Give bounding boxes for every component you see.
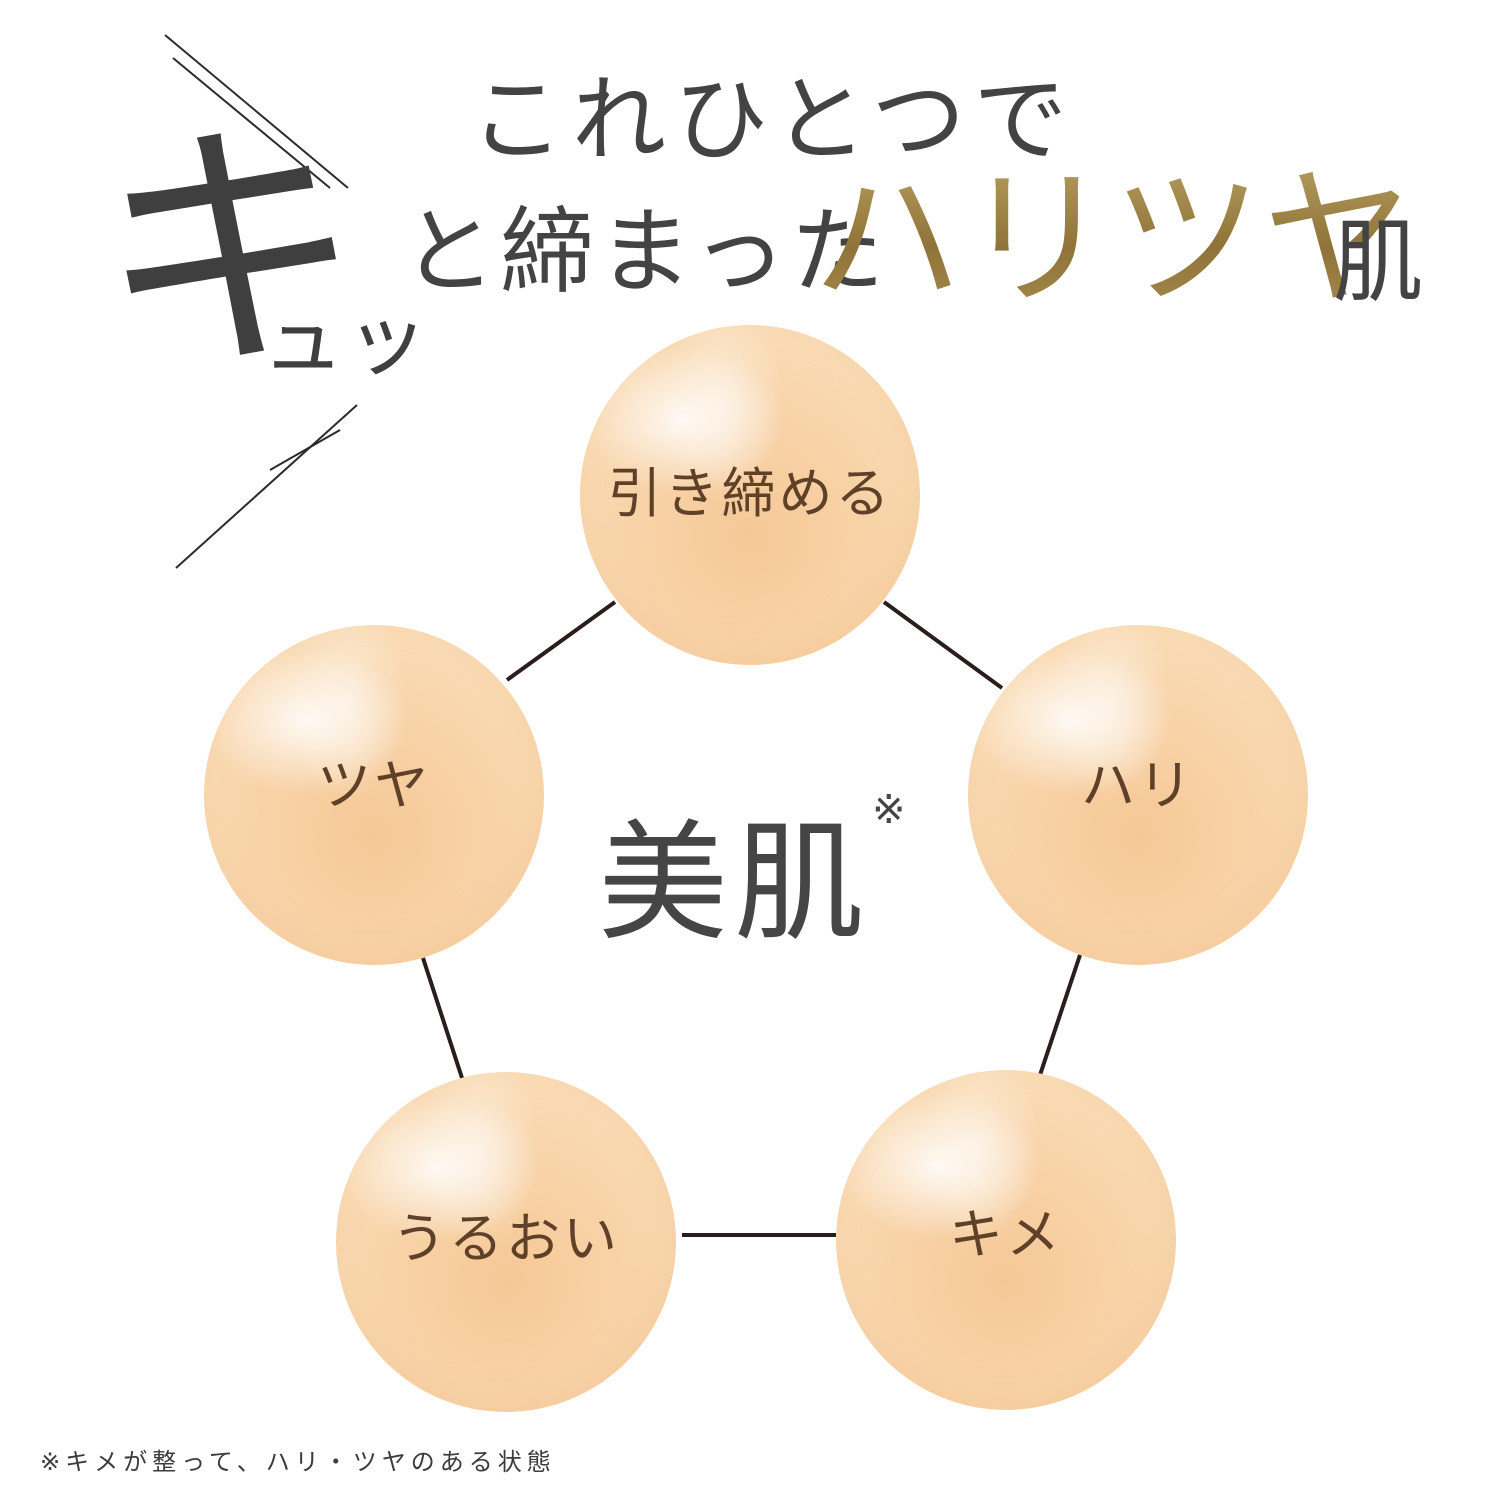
pentagon-connectors bbox=[421, 600, 1082, 1237]
circle-hari: ハリ bbox=[968, 625, 1308, 965]
headline-line2-accent: ハリツヤ bbox=[812, 153, 1413, 327]
headline-big-ki: キ bbox=[98, 98, 363, 406]
connector-right-bottom bbox=[1038, 954, 1082, 1076]
circle-label: ツヤ bbox=[317, 754, 431, 817]
motion-lines bbox=[164, 34, 358, 569]
headline-line1: これひとつで bbox=[470, 66, 1076, 175]
connector-top-left bbox=[505, 600, 617, 682]
circle-uruoi: うるおい bbox=[336, 1072, 676, 1412]
headline-small-yuttsu: ュッ bbox=[262, 293, 431, 388]
circle-label: ハリ bbox=[1081, 754, 1195, 817]
motion-line-bottom-1 bbox=[175, 404, 358, 569]
circle-label: うるおい bbox=[392, 1207, 620, 1270]
circle-label: 引き締める bbox=[607, 462, 893, 525]
connector-left-bottom bbox=[421, 957, 464, 1079]
center-footnote-mark: ※ bbox=[872, 787, 906, 833]
motion-line-bottom-2 bbox=[269, 429, 341, 471]
motion-line-top-1 bbox=[164, 34, 349, 189]
circle-label: キメ bbox=[949, 1203, 1063, 1266]
circle-kime: キメ bbox=[836, 1070, 1176, 1410]
connector-top-right bbox=[882, 600, 1004, 690]
footnote: ※キメが整って、ハリ・ツヤのある状態 bbox=[40, 1448, 556, 1476]
circle-tsuya: ツヤ bbox=[204, 625, 544, 965]
center-title: 美肌 bbox=[598, 807, 871, 959]
circle-hikishimeru: 引き締める bbox=[580, 325, 920, 665]
headline-line2-tail: 肌 bbox=[1333, 210, 1423, 315]
motion-line-top-2 bbox=[172, 57, 331, 189]
headline-line2-plain: と締まった bbox=[402, 198, 889, 307]
